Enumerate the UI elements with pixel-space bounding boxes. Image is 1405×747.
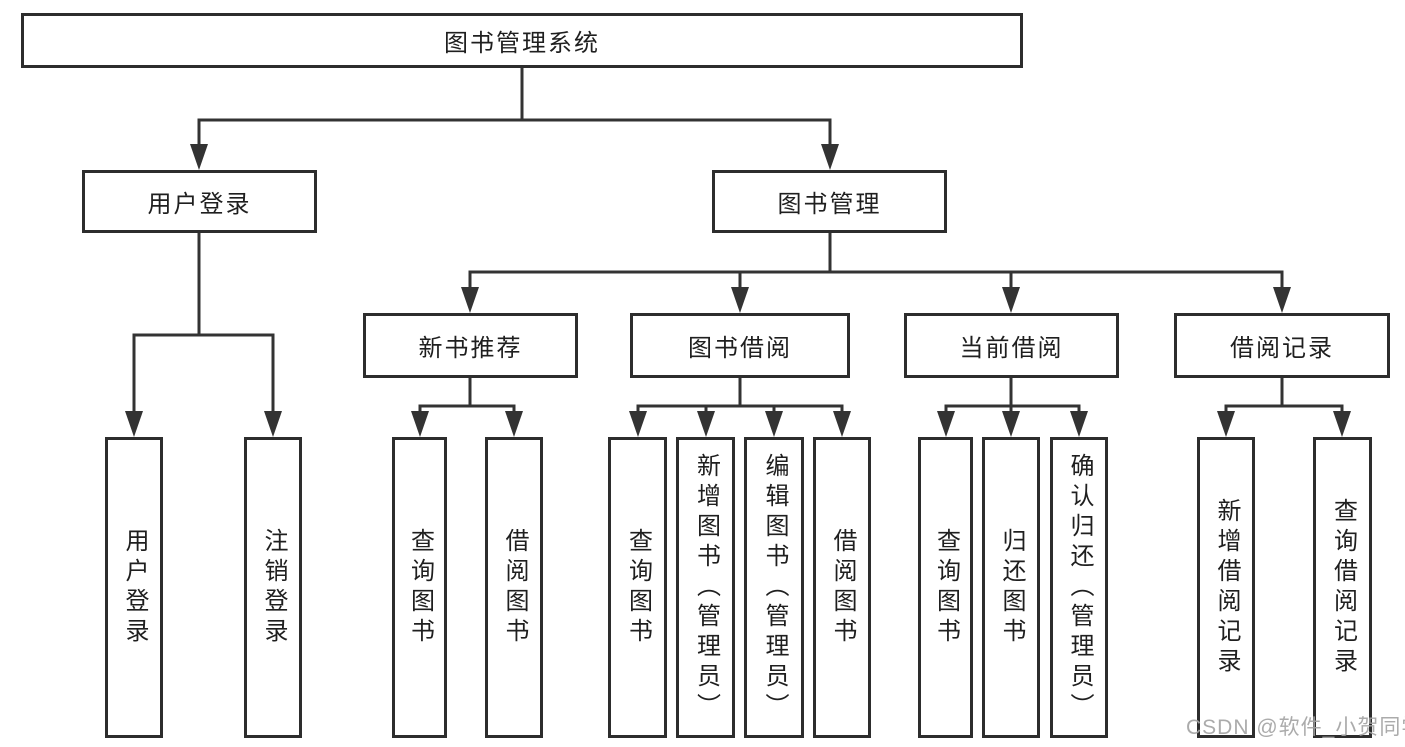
node-label: 注销登录 — [260, 527, 287, 648]
node-new-book-recommend: 新书推荐 — [363, 313, 578, 378]
node-label: 借阅图书 — [501, 527, 528, 648]
node-label: 查询图书 — [406, 527, 434, 648]
node-label: 查询借阅记录 — [1329, 497, 1357, 678]
node-label: 新书推荐 — [418, 335, 523, 362]
node-leaf-query-books-borrowing: 查询图书 — [608, 437, 667, 738]
node-label: 用户登录 — [147, 191, 252, 218]
node-leaf-add-borrow-record: 新增借阅记录 — [1197, 437, 1255, 738]
node-label: 图书管理 — [777, 191, 882, 218]
node-leaf-edit-book-admin: 编辑图书（管理员） — [744, 437, 804, 738]
node-leaf-query-borrow-record: 查询借阅记录 — [1313, 437, 1372, 738]
node-label: 用户登录 — [121, 527, 148, 648]
node-book-borrowing: 图书借阅 — [630, 313, 850, 378]
node-label: 借阅记录 — [1230, 335, 1334, 362]
node-leaf-query-books-current: 查询图书 — [918, 437, 973, 738]
node-leaf-confirm-return-admin: 确认归还（管理员） — [1050, 437, 1108, 738]
node-leaf-borrow-books: 借阅图书 — [813, 437, 871, 738]
csdn-watermark: CSDN @软件_小贺同学 — [1186, 716, 1405, 739]
node-user-login: 用户登录 — [82, 170, 317, 233]
node-label: 归还图书 — [998, 527, 1025, 648]
node-leaf-add-book-admin: 新增图书（管理员） — [676, 437, 735, 738]
node-label: 确认归还（管理员） — [1066, 452, 1093, 723]
node-leaf-return-book: 归还图书 — [982, 437, 1040, 738]
node-leaf-user-login: 用户登录 — [105, 437, 163, 738]
node-label: 图书借阅 — [688, 335, 792, 362]
node-label: 图书管理系统 — [444, 30, 600, 57]
node-label: 新增借阅记录 — [1213, 497, 1240, 678]
node-borrowing-record: 借阅记录 — [1174, 313, 1390, 378]
node-book-management: 图书管理 — [712, 170, 947, 233]
node-label: 查询图书 — [932, 527, 960, 648]
node-label: 借阅图书 — [829, 527, 856, 648]
node-root-library-management-system: 图书管理系统 — [21, 13, 1023, 68]
node-leaf-query-books-recommend: 查询图书 — [392, 437, 447, 738]
node-label: 编辑图书（管理员） — [761, 452, 788, 723]
node-label: 当前借阅 — [959, 335, 1064, 362]
node-leaf-logout: 注销登录 — [244, 437, 302, 738]
node-label: 查询图书 — [624, 527, 652, 648]
node-leaf-borrow-books-recommend: 借阅图书 — [485, 437, 543, 738]
node-current-borrowing: 当前借阅 — [904, 313, 1119, 378]
node-label: 新增图书（管理员） — [692, 452, 720, 723]
